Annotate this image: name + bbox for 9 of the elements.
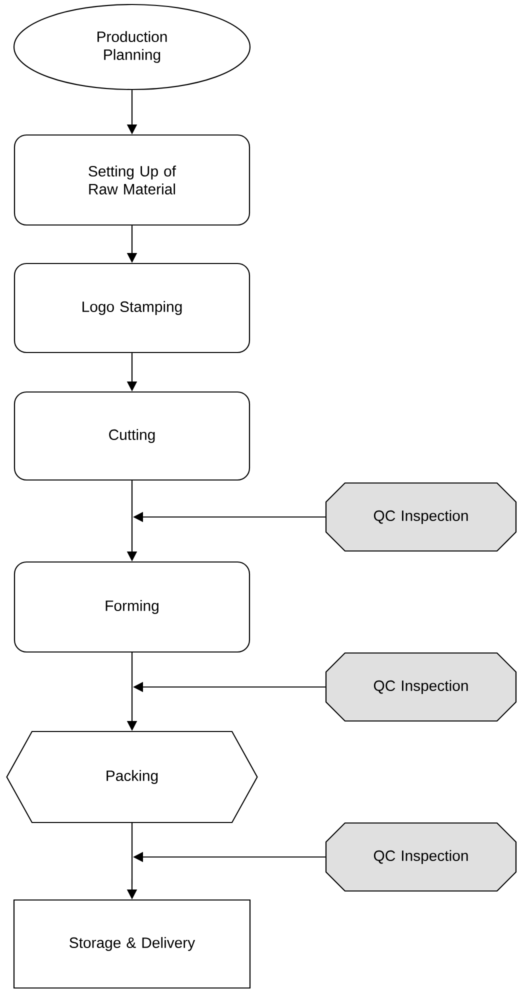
process-box: Setting Up of Raw Material bbox=[14, 134, 250, 226]
process-box: Forming bbox=[14, 561, 250, 653]
end-box: Storage & Delivery bbox=[13, 899, 251, 989]
inspection-box: QC Inspection bbox=[325, 822, 517, 892]
process-box: Cutting bbox=[14, 391, 250, 481]
inspection-box: QC Inspection bbox=[325, 482, 517, 552]
hexagon-box: Packing bbox=[6, 730, 258, 824]
inspection-box: QC Inspection bbox=[325, 652, 517, 722]
process-box: Logo Stamping bbox=[14, 262, 250, 354]
